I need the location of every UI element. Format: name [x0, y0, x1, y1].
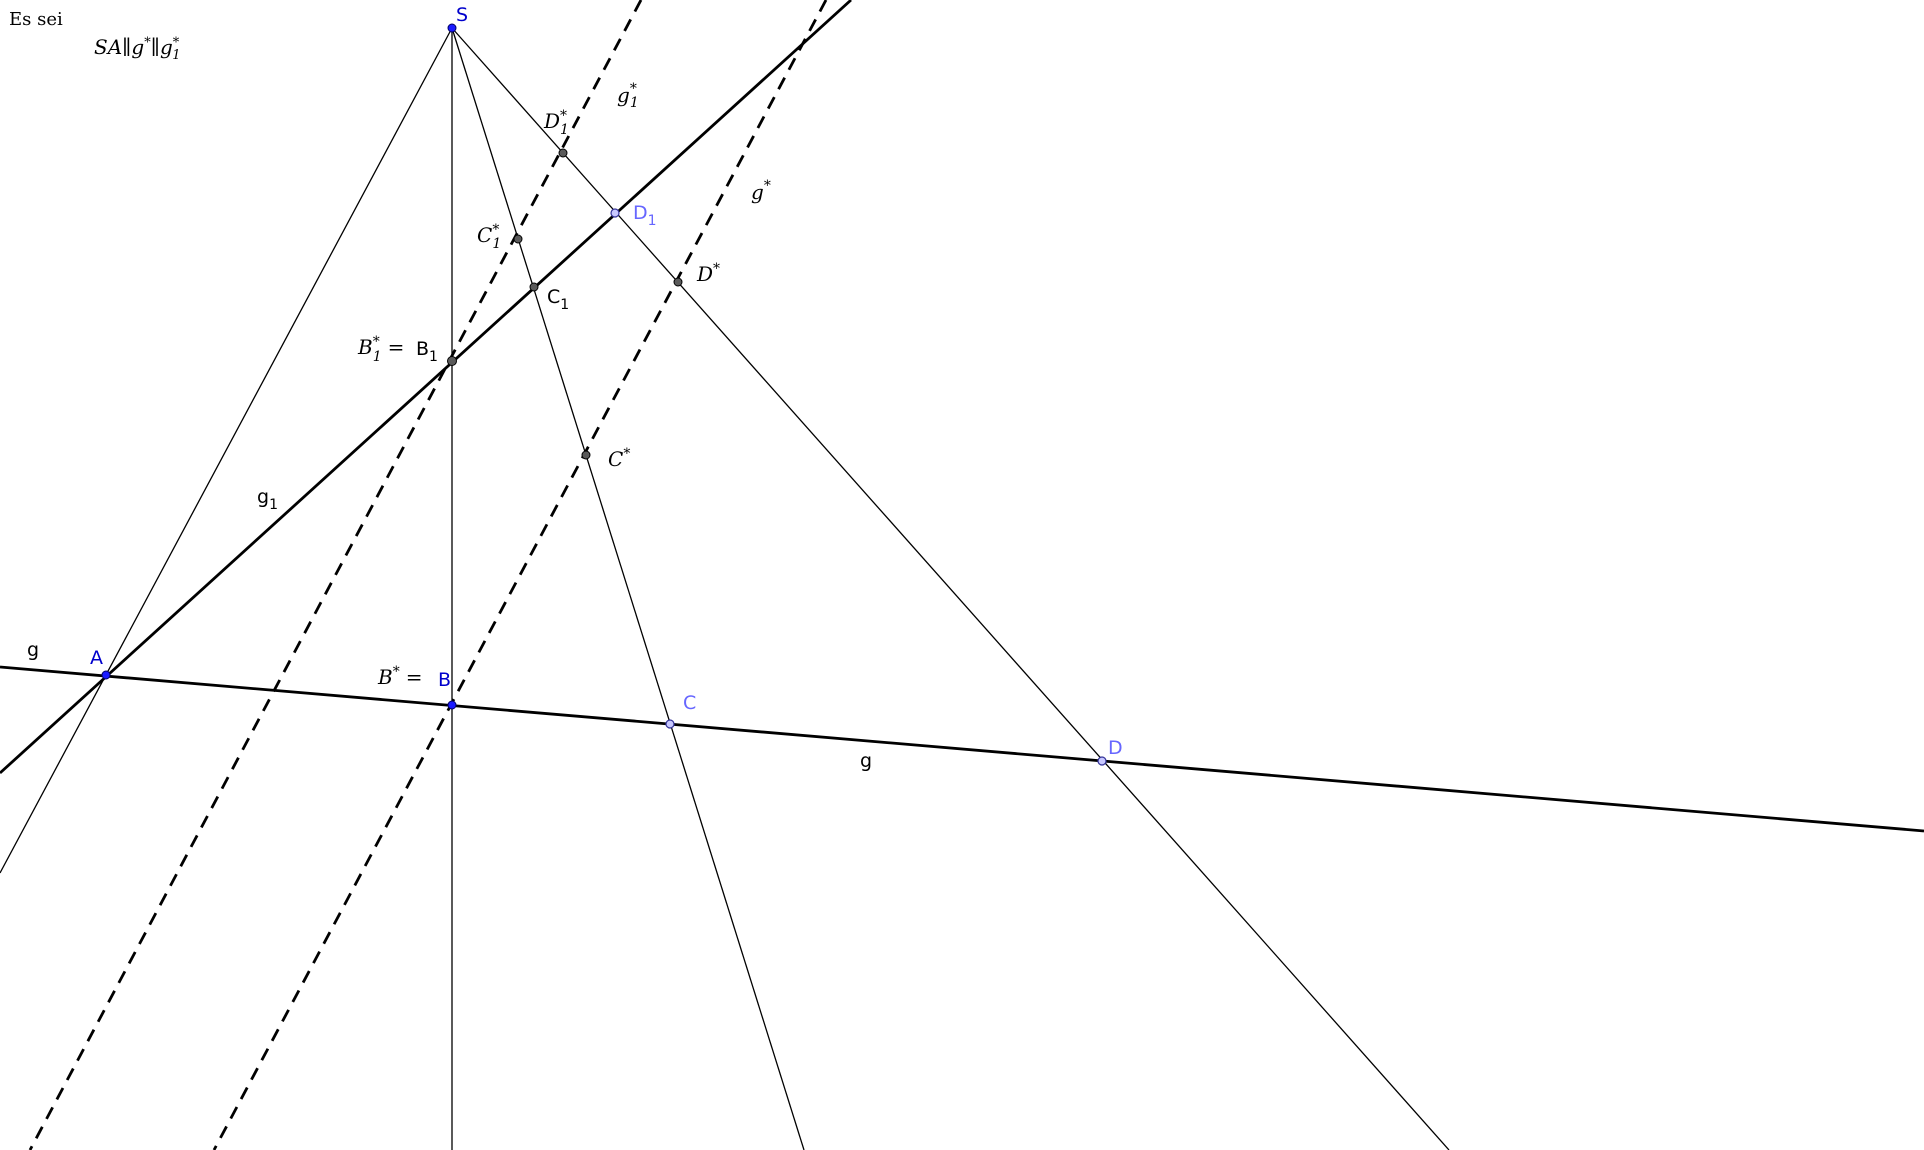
label-B-star: B*= [377, 664, 422, 689]
point-C1-star[interactable] [513, 234, 523, 244]
line-g[interactable] [0, 665, 1924, 833]
label-C-star: C* [608, 446, 630, 471]
line-g1[interactable] [0, 0, 852, 775]
label-g1: g1 [257, 486, 278, 513]
label-B1: B1 [416, 338, 438, 365]
point-B1[interactable] [447, 356, 457, 366]
label-B: B [438, 669, 451, 691]
line-g1-star[interactable] [28, 0, 643, 1150]
point-S[interactable] [447, 23, 457, 33]
label-S: S [456, 4, 468, 26]
point-D[interactable] [1097, 756, 1107, 766]
point-C[interactable] [665, 719, 675, 729]
label-B1-star: B*1= [357, 334, 404, 365]
label-D1-star: D*1 [543, 108, 569, 138]
point-C1[interactable] [529, 282, 539, 292]
point-B[interactable] [447, 700, 457, 710]
label-A: A [90, 647, 103, 669]
label-D: D [1108, 737, 1123, 759]
label-g-star: g* [751, 178, 771, 204]
label-g1-star: g*1 [617, 81, 639, 111]
label-D-star: D* [696, 261, 720, 286]
line-g-star[interactable] [212, 0, 828, 1150]
note-title: Es sei [9, 9, 63, 30]
point-A[interactable] [101, 670, 111, 680]
label-C1: C1 [547, 286, 569, 313]
note-formula: SA∥g*∥g*1 [94, 35, 181, 63]
line-SA[interactable] [0, 27, 453, 874]
point-D1[interactable] [610, 208, 620, 218]
label-g-mid: g [860, 750, 872, 772]
point-D1-star[interactable] [558, 148, 568, 158]
label-C: C [683, 692, 696, 714]
point-C-star[interactable] [581, 450, 591, 460]
point-D-star[interactable] [673, 277, 683, 287]
label-D1: D1 [633, 202, 657, 229]
label-g-left: g [27, 639, 39, 661]
line-SD[interactable] [451, 27, 1450, 1150]
line-SC[interactable] [451, 27, 805, 1150]
label-C1-star: C*1 [477, 222, 501, 252]
